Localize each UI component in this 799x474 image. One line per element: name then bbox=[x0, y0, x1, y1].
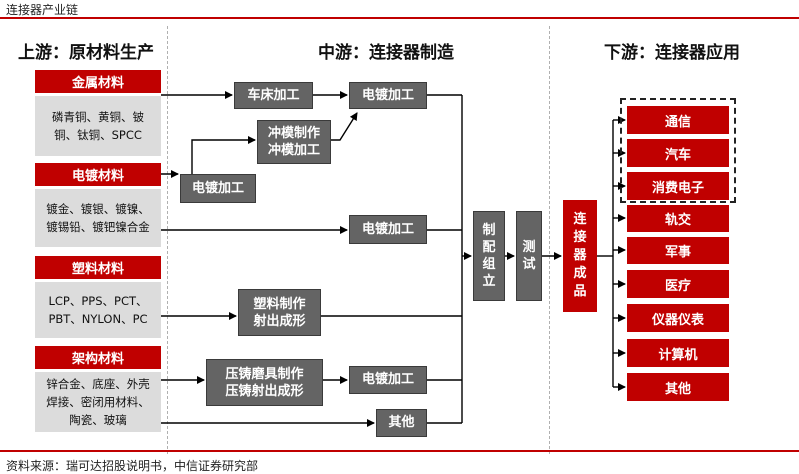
process-die-cast: 压铸磨具制作 压铸射出成形 bbox=[206, 359, 323, 406]
process-stamping-mold: 冲模制作 冲模加工 bbox=[257, 120, 331, 164]
process-die-cast-line-2: 压铸射出成形 bbox=[225, 383, 304, 399]
product-char-2: 接 bbox=[573, 230, 587, 245]
process-plating-c: 电镀加工 bbox=[349, 366, 427, 394]
assembly-char-3: 组 bbox=[482, 257, 496, 272]
product-char-3: 器 bbox=[573, 248, 587, 263]
material-structure-detail: 锌合金、底座、外壳焊接、密闭用材料、陶瓷、玻璃 bbox=[35, 372, 161, 432]
testing-char-1: 测 bbox=[522, 240, 536, 255]
process-plating-left: 电镀加工 bbox=[180, 174, 256, 203]
process-die-cast-line-1: 压铸磨具制作 bbox=[225, 366, 304, 382]
application-medical: 医疗 bbox=[627, 270, 729, 298]
application-instruments: 仪器仪表 bbox=[627, 304, 729, 332]
assembly-char-4: 立 bbox=[482, 274, 496, 289]
bottom-rule bbox=[0, 450, 799, 452]
material-metal-detail: 磷青铜、黄铜、铍铜、钛铜、SPCC bbox=[35, 96, 161, 156]
process-plating-a: 电镀加工 bbox=[349, 82, 427, 109]
application-other: 其他 bbox=[627, 373, 729, 401]
testing-char-2: 试 bbox=[522, 257, 536, 272]
process-assembly: 制 配 组 立 bbox=[473, 211, 505, 301]
process-plastic-line-1: 塑料制作 bbox=[253, 296, 306, 312]
product-char-4: 成 bbox=[573, 266, 587, 281]
application-telecom: 通信 bbox=[627, 106, 729, 134]
finished-product-box: 连 接 器 成 品 bbox=[563, 200, 597, 312]
material-plating-title: 电镀材料 bbox=[35, 163, 161, 186]
page-title: 连接器产业链 bbox=[6, 3, 79, 17]
process-other: 其他 bbox=[376, 409, 427, 437]
material-plastic-title: 塑料材料 bbox=[35, 256, 161, 279]
material-plating-detail: 镀金、镀银、镀镍、镀锡铅、镀钯镍合金 bbox=[35, 189, 161, 247]
assembly-char-2: 配 bbox=[482, 240, 496, 255]
source-note: 资料来源：瑞可达招股说明书，中信证券研究部 bbox=[6, 459, 259, 473]
assembly-char-1: 制 bbox=[482, 223, 496, 238]
application-consumer-electronics: 消费电子 bbox=[627, 172, 729, 200]
material-metal-title: 金属材料 bbox=[35, 70, 161, 93]
upstream-heading: 上游：原材料生产 bbox=[18, 43, 154, 63]
divider-midstream-downstream bbox=[549, 26, 550, 454]
application-computer: 计算机 bbox=[627, 339, 729, 367]
process-lathe: 车床加工 bbox=[234, 82, 313, 109]
product-char-5: 品 bbox=[573, 284, 587, 299]
divider-upstream-midstream bbox=[167, 26, 168, 454]
material-structure-title: 架构材料 bbox=[35, 346, 161, 369]
application-military: 军事 bbox=[627, 237, 729, 264]
top-rule bbox=[0, 17, 799, 19]
process-stamping-mold-line-1: 冲模制作 bbox=[267, 126, 320, 141]
process-plastic: 塑料制作 射出成形 bbox=[238, 289, 321, 336]
midstream-heading: 中游：连接器制造 bbox=[318, 43, 454, 63]
process-stamping-mold-line-2: 冲模加工 bbox=[267, 143, 320, 158]
application-rail-transit: 轨交 bbox=[627, 205, 729, 232]
product-char-1: 连 bbox=[573, 212, 587, 227]
process-plating-b: 电镀加工 bbox=[349, 215, 427, 244]
highlighted-applications-frame bbox=[620, 98, 736, 203]
process-testing: 测 试 bbox=[516, 211, 542, 301]
application-auto: 汽车 bbox=[627, 139, 729, 167]
downstream-heading: 下游：连接器应用 bbox=[604, 43, 740, 63]
material-plastic-detail: LCP、PPS、PCT、PBT、NYLON、PC bbox=[35, 282, 161, 338]
process-plastic-line-2: 射出成形 bbox=[253, 313, 306, 329]
